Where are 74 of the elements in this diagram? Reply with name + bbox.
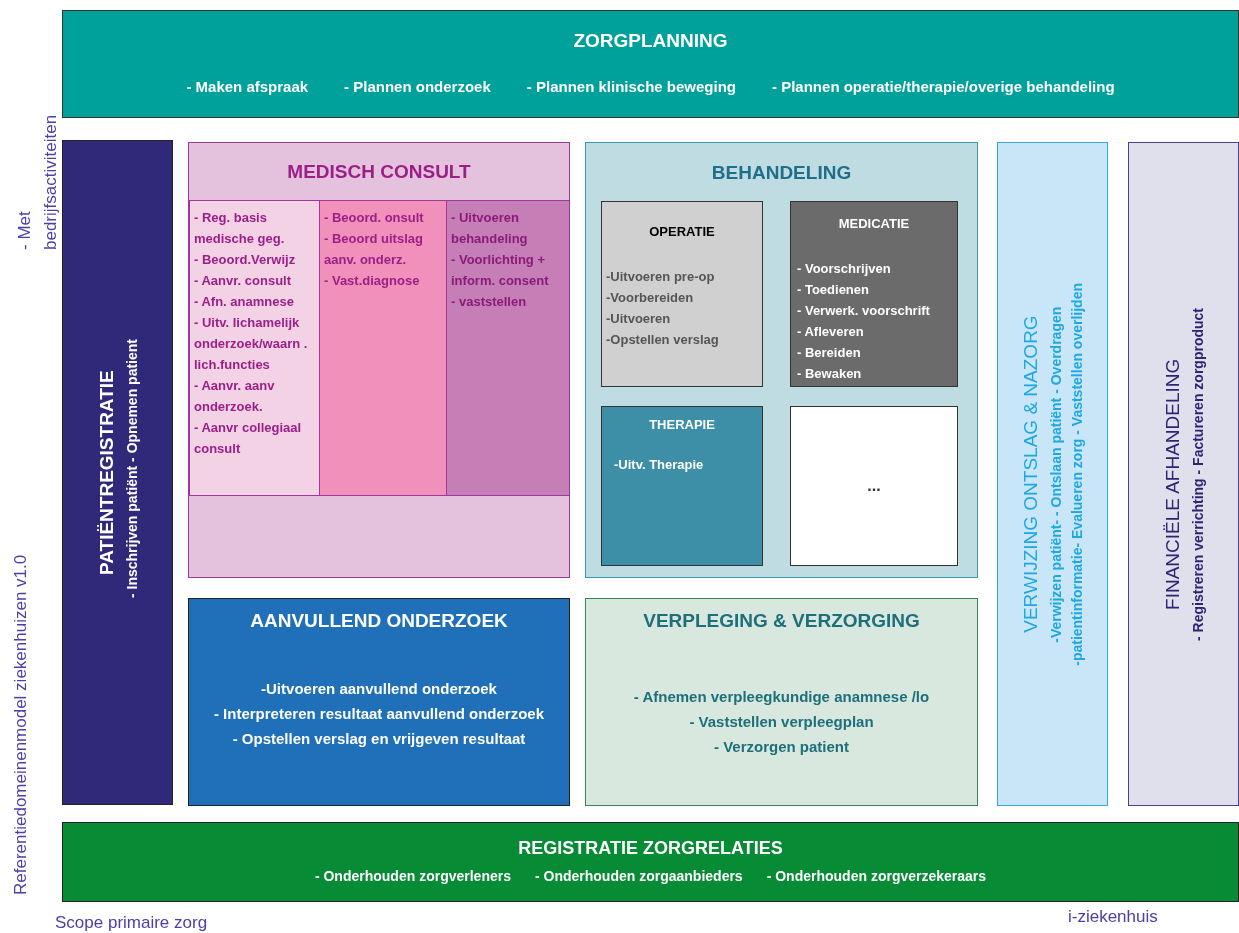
annotation-text: Scope primaire zorg <box>55 912 208 933</box>
domain-box <box>997 142 1108 806</box>
activity-item: - Onderhouden zorgverleners <box>314 867 511 886</box>
activity-item: - Afleveren <box>797 322 865 341</box>
annotation-text: Referentiedomeinenmodel ziekenhuizen v1.0 <box>10 553 31 895</box>
domain-box <box>585 142 978 578</box>
activity-item: -Opstellen verslag <box>606 330 720 349</box>
activity-item: - Aanvr. aanv onderzoek. <box>194 377 276 416</box>
section-title: OPERATIE <box>648 223 716 241</box>
activity-item: -Uitvoeren aanvullend onderzoek <box>260 678 498 699</box>
activity-item: -Verwijzen patiënt- - Ontslaan patiënt - Overdragen <box>1046 304 1065 645</box>
section-title: VERPLEGING & VERZORGING <box>642 609 921 633</box>
activity-item: - Aanvr. consult <box>194 272 293 290</box>
section-title: REGISTRATIE ZORGRELATIES <box>517 837 784 860</box>
activity-item: -Uitv. Therapie <box>614 455 705 474</box>
activity-item: -Uitvoeren pre-op <box>606 267 716 286</box>
activity-item: - Plannen operatie/therapie/overige behandeling <box>772 76 1115 97</box>
section-title: PATIËNTREGISTRATIE <box>94 369 118 577</box>
section-title: ZORGPLANNING <box>572 29 729 53</box>
section-title: BEHANDELING <box>710 161 853 185</box>
activity-item: - vaststellen <box>451 293 528 311</box>
activity-item: - Toedienen <box>797 280 870 299</box>
activity-item: - Beoord.Verwijz <box>194 251 297 269</box>
process-box <box>790 201 958 387</box>
section-title: MEDISCH CONSULT <box>286 159 472 184</box>
section-title: AANVULLEND ONDERZOEK <box>249 609 509 633</box>
section-title: ... <box>867 476 881 496</box>
activity-item: - Beoord. onsult <box>324 209 425 227</box>
annotation-text: - Met bedrijfsactiviteiten <box>14 113 61 250</box>
domain-box <box>188 142 570 578</box>
activity-item: - Vast.diagnose <box>324 272 421 290</box>
activity-item: -Uitvoeren <box>606 309 672 328</box>
activity-item: - Afn. anamnese <box>194 293 295 311</box>
activity-item: - Bewaken <box>797 364 863 383</box>
sub-column <box>319 200 447 496</box>
section-title: MEDICATIE <box>837 215 911 233</box>
activity-item: - Beoord uitslag aanv. onderz. <box>324 230 424 269</box>
domain-box <box>188 598 570 806</box>
domain-box <box>1128 142 1239 806</box>
activity-item: - Aanvr collegiaal consult <box>194 419 303 458</box>
activity-item: - Onderhouden zorgverzekeraars <box>766 867 987 886</box>
activity-item: - Voorschrijven <box>797 259 892 278</box>
activity-item: - Verwerk. voorschrift <box>797 301 931 320</box>
domain-box <box>585 598 978 806</box>
activity-item: - Verzorgen patient <box>713 736 850 757</box>
activity-item: - Interpreteren resultaat aanvullend onderzoek <box>212 703 546 724</box>
process-box <box>601 201 763 387</box>
activity-item: - Uitvoeren behandeling <box>451 209 529 248</box>
activity-item: - Uitv. lichamelijk onderzoek/waarn . lich.functies <box>194 314 309 374</box>
activity-item: - Afnemen verpleegkundige anamnese /lo <box>632 686 931 707</box>
activity-item: - Opstellen verslag en vrijgeven resultaat <box>231 728 527 749</box>
section-title: VERWIJZING ONTSLAG & NAZORG <box>1019 314 1043 635</box>
activity-item: - Registreren verrichting - Factureren zorgproduct <box>1188 307 1207 641</box>
activity-item: -patientinformatie- Evalueren zorg - Vaststellen overlijden <box>1067 282 1086 666</box>
domain-box <box>62 822 1239 902</box>
activity-item: -Voorbereiden <box>606 288 695 307</box>
process-box <box>790 406 958 566</box>
domain-box <box>62 140 173 805</box>
annotation-text: i-ziekenhuis <box>1068 906 1158 928</box>
activity-item: - Maken afspraak <box>186 76 309 97</box>
activity-item: - Voorlichting + inform. consent <box>451 251 550 290</box>
sub-column <box>446 200 570 496</box>
activity-item: - Plannen klinische beweging <box>526 76 737 97</box>
activity-item: - Bereiden <box>797 343 862 362</box>
section-title: THERAPIE <box>648 416 716 434</box>
activity-item: - Vaststellen verpleegplan <box>688 711 875 732</box>
activity-item: - Plannen onderzoek <box>344 76 491 97</box>
process-box <box>601 406 763 566</box>
activity-item: - Reg. basis medische geg. <box>194 209 286 248</box>
section-title: FINANCIËLE AFHANDELING <box>1160 357 1184 612</box>
domain-box <box>62 10 1239 118</box>
activity-item: - Inschrijven patiënt - Opnemen patient <box>122 338 141 598</box>
sub-column <box>189 200 320 496</box>
activity-item: - Onderhouden zorgaanbieders <box>534 867 743 886</box>
